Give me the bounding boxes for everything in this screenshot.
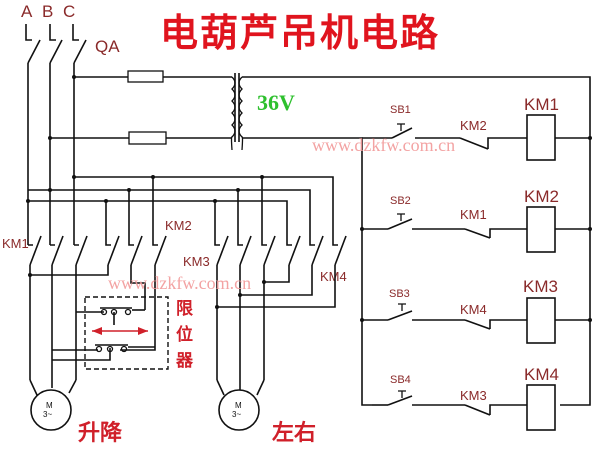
coil-km1 [526,114,556,161]
contactor-label-km2: KM2 [165,218,192,233]
contactor-label-km3: KM3 [183,254,210,269]
contactor-km1-km2 [28,235,167,266]
control-rung-2: SB2 KM1 KM2 [360,187,592,253]
motor-icon [30,389,72,431]
arrow-right-icon [138,327,148,335]
transformer-primary-icon [230,76,236,151]
coil-km3 [526,297,556,344]
contactor-label-km4: KM4 [320,269,347,284]
interlock-label-rung-1: KM2 [460,118,487,133]
transformer-supply [48,70,591,406]
main-switch-label: QA [95,37,120,56]
fuse-2 [128,131,167,145]
interlock-label-rung-4: KM3 [460,388,487,403]
control-rung-1: SB1 KM2 KM1 [362,95,592,161]
svg-text:M: M [235,401,242,410]
button-label-sb3: SB3 [389,288,410,300]
svg-text:3~: 3~ [43,410,52,419]
transformer-secondary-icon [238,76,244,151]
control-rung-4: SB4 KM3 KM4 [372,365,559,431]
coil-km4 [526,384,556,431]
button-label-sb4: SB4 [390,374,411,386]
coil-label-km4: KM4 [524,365,559,384]
watermark-1: www.dzkfw.com.cn [312,135,455,155]
watermark-2: www.dzkfw.com.cn [108,273,251,293]
hoist-motor: M 3~ [30,389,72,431]
arrow-left-icon [92,327,102,335]
svg-text:M: M [46,401,53,410]
limit-switch [84,296,169,370]
button-label-sb2: SB2 [390,195,411,207]
contactor-label-km1: KM1 [2,236,29,251]
power-buses [26,175,338,246]
motor-icon [218,389,260,431]
limit-label-2: 位 [176,324,193,345]
traverse-motor-caption: 左右 [272,420,316,446]
hoist-motor-caption: 升降 [78,421,123,446]
interlock-label-rung-2: KM1 [460,207,487,222]
fuse-1 [127,70,164,83]
coil-label-km3: KM3 [523,277,558,296]
phase-label-a: A [21,2,33,21]
control-rung-3: SB3 KM4 KM3 [360,277,592,344]
phase-label-b: B [42,2,53,21]
limit-label-1: 限 [176,299,193,319]
button-label-sb1: SB1 [390,104,411,116]
coil-label-km1: KM1 [524,95,559,114]
limit-label-3: 器 [175,351,194,371]
coil-label-km2: KM2 [524,187,559,206]
main-switch-qa [25,24,87,64]
phase-label-c: C [63,2,75,21]
svg-text:3~: 3~ [232,410,241,419]
diagram-title: 电葫芦吊机电路 [160,11,440,55]
traverse-wiring [215,265,336,396]
coil-km2 [526,206,556,253]
contactor-km3-km4 [216,235,347,266]
interlock-label-rung-3: KM4 [460,302,487,317]
traverse-motor: M 3~ [218,389,260,431]
transformer-voltage: 36V [257,90,295,115]
